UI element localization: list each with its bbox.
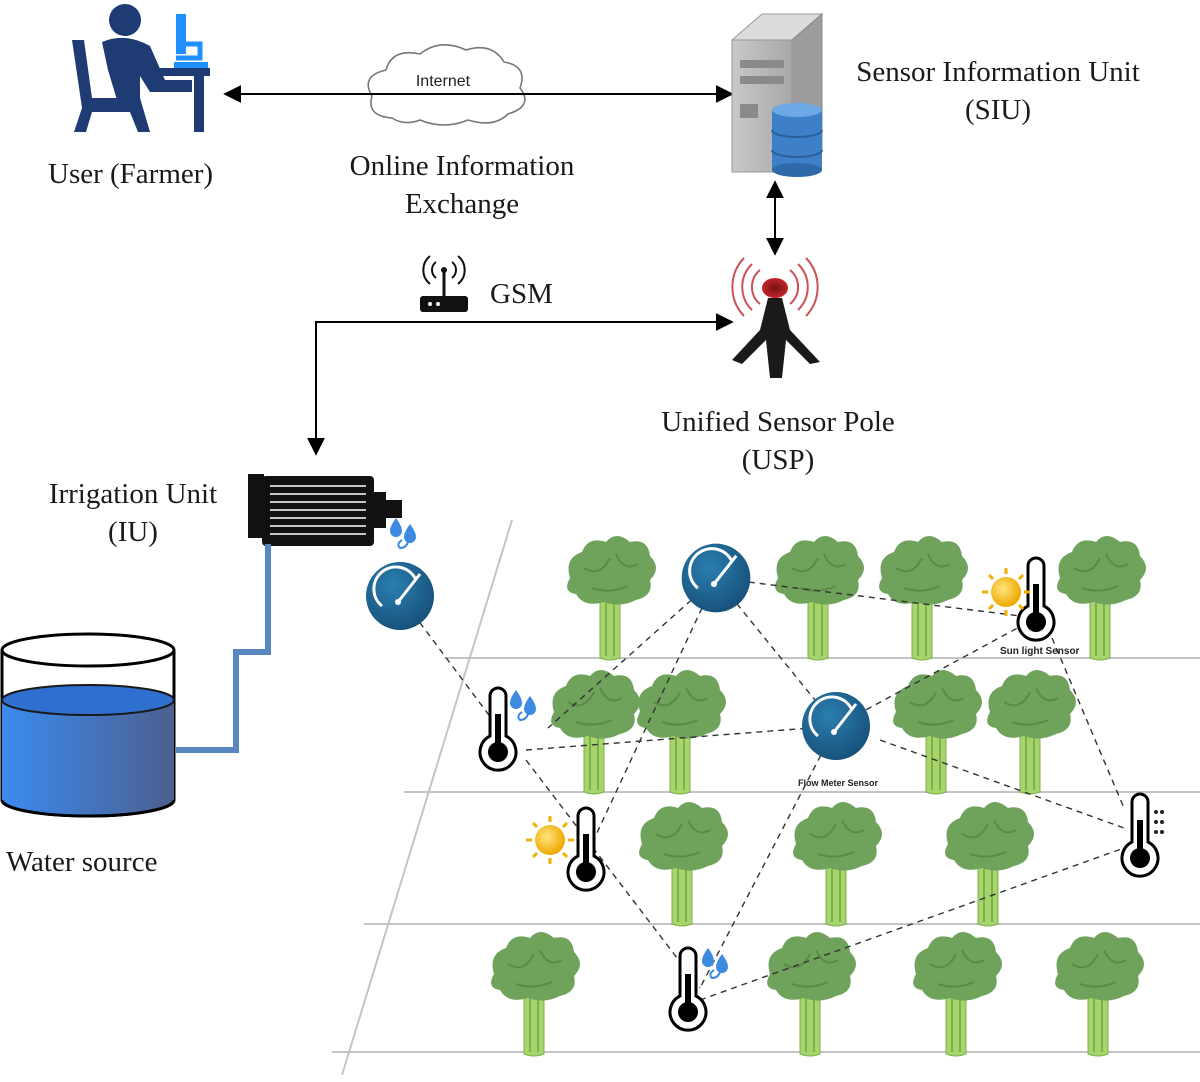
plant-icon <box>986 669 1077 795</box>
motor-pump-icon <box>248 474 402 546</box>
siu-label-line2: (SIU) <box>964 94 1032 126</box>
online-info-label-line2: Exchange <box>404 188 520 220</box>
soil-moisture-thermometer-icon <box>668 946 708 1032</box>
iu-label-line2: (IU) <box>108 516 158 548</box>
sunlight-sensor-label: Sun light Sensor <box>1000 646 1080 657</box>
plant-icon <box>490 931 581 1057</box>
plant-icon <box>912 931 1003 1057</box>
water-tank-icon <box>0 632 176 818</box>
sun-icon <box>980 566 1032 618</box>
usp-label-line2: (USP) <box>741 444 815 476</box>
plant-icon <box>1054 931 1145 1057</box>
sun-thermometer-icon <box>1016 556 1056 642</box>
plant-icon <box>566 535 657 661</box>
water-droplets-icon <box>509 689 537 721</box>
antenna-tower-icon <box>731 257 820 378</box>
plant-icon <box>878 535 969 661</box>
gsm-link-arrow <box>307 313 734 456</box>
siu-label-line1: Sensor Information Unit <box>856 56 1140 88</box>
user-at-computer-icon <box>72 4 210 132</box>
sensor-network-links <box>399 577 1125 1001</box>
online-info-label-line1: Online Information <box>349 150 575 182</box>
flow-meter-gauge-icon <box>364 560 436 632</box>
flow-meter-sensor-label: Flow Meter Sensor <box>798 778 879 788</box>
plant-icon <box>550 669 641 795</box>
gsm-label: GSM <box>490 278 553 310</box>
user-label: User (Farmer) <box>48 158 214 190</box>
sun-thermometer-icon <box>566 806 606 892</box>
plant-icon <box>944 801 1035 927</box>
plant-icon <box>774 535 865 661</box>
iu-label-line1: Irrigation Unit <box>48 478 218 510</box>
wifi-router-icon <box>420 255 468 312</box>
cloud-icon <box>367 44 526 126</box>
water-pipe <box>176 544 271 753</box>
humidity-thermometer-icon <box>1120 792 1164 878</box>
flow-meter-gauge-icon <box>680 542 752 614</box>
internet-label: Internet <box>416 73 471 90</box>
water-droplets-icon <box>389 517 417 549</box>
water-source-label: Water source <box>6 846 158 878</box>
usp-label-line1: Unified Sensor Pole <box>661 406 895 438</box>
plant-icon <box>638 801 729 927</box>
plant-icon <box>1056 535 1147 661</box>
server-database-icon <box>730 12 824 177</box>
water-droplets-icon <box>701 947 729 979</box>
plant-icon <box>766 931 857 1057</box>
flow-meter-gauge-icon <box>800 690 872 762</box>
plant-icon <box>792 801 883 927</box>
plant-icon <box>636 669 727 795</box>
sun-icon <box>524 814 576 866</box>
